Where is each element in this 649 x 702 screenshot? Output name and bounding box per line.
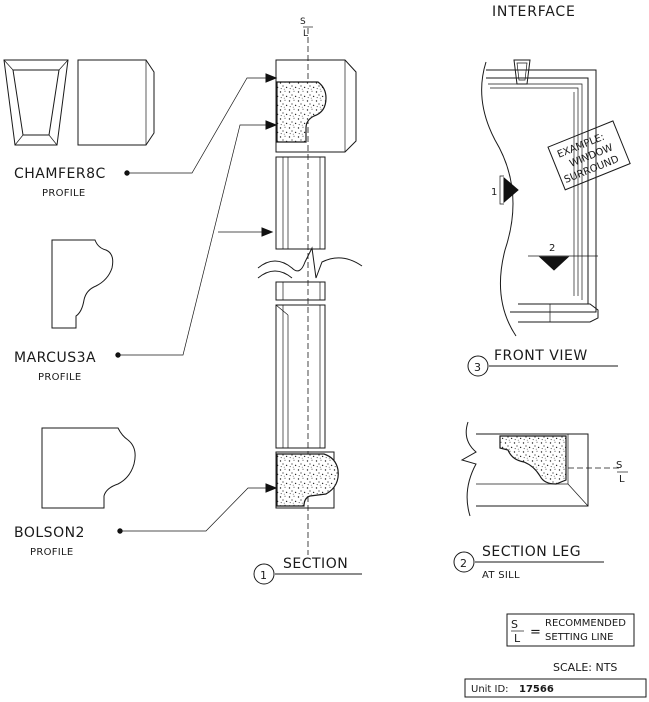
section-leg-drawing: S L: [460, 421, 628, 517]
section-leg-num: 2: [460, 557, 467, 570]
bolson-name: BOLSON2: [14, 525, 85, 541]
chamfer-profile-drawing: [3, 59, 155, 146]
marcus-name: MARCUS3A: [14, 350, 96, 366]
marker-1: 1: [491, 187, 497, 198]
body-arrow: [261, 227, 274, 237]
section-leg-title: SECTION LEG: [482, 544, 581, 560]
chamfer-sub: PROFILE: [42, 188, 86, 199]
bolson-sub: PROFILE: [30, 547, 74, 558]
legend-eq: =: [530, 625, 541, 640]
marker-2: 2: [549, 243, 555, 254]
unit-id-label: Unit ID:: [471, 684, 509, 695]
chamfer-leader: [127, 77, 276, 174]
marcus-profile-drawing: [51, 239, 114, 329]
bolson-profile-drawing: [41, 427, 136, 509]
legend-line-2: SETTING LINE: [545, 632, 613, 643]
section-num: 1: [260, 569, 267, 582]
setting-line-legend: [506, 613, 635, 647]
scale-label: SCALE: NTS: [553, 661, 617, 674]
front-view-title: FRONT VIEW: [494, 348, 588, 364]
marcus-arrow: [265, 120, 278, 130]
legend-s: S: [511, 618, 518, 631]
marcus-sub: PROFILE: [38, 372, 82, 383]
interface-title: INTERFACE: [492, 4, 576, 20]
unit-id-value: 17566: [519, 684, 554, 695]
svg-text:L: L: [303, 29, 308, 39]
example-note: EXAMPLE: WINDOW SURROUND: [556, 132, 621, 186]
unit-id-box: [464, 678, 647, 698]
legend-l: L: [514, 632, 521, 645]
section-title: SECTION: [283, 556, 348, 572]
bolson-arrow: [265, 483, 278, 493]
legend-line-1: RECOMMENDED: [545, 618, 626, 629]
svg-text:L: L: [619, 474, 625, 485]
svg-text:S: S: [616, 460, 622, 471]
chamfer-arrow: [265, 73, 278, 83]
front-view-drawing: [481, 59, 631, 337]
front-view-num: 3: [474, 361, 481, 374]
svg-text:S: S: [300, 17, 306, 27]
section-num-circle: [253, 563, 275, 585]
front-view-num-circle: [467, 355, 489, 377]
at-sill: AT SILL: [482, 570, 520, 581]
marcus-leader: [118, 124, 276, 356]
section-drawing: S L: [257, 17, 363, 555]
chamfer-name: CHAMFER8C: [14, 166, 106, 182]
section-leg-num-circle: [453, 551, 475, 573]
bolson-leader: [120, 487, 276, 532]
